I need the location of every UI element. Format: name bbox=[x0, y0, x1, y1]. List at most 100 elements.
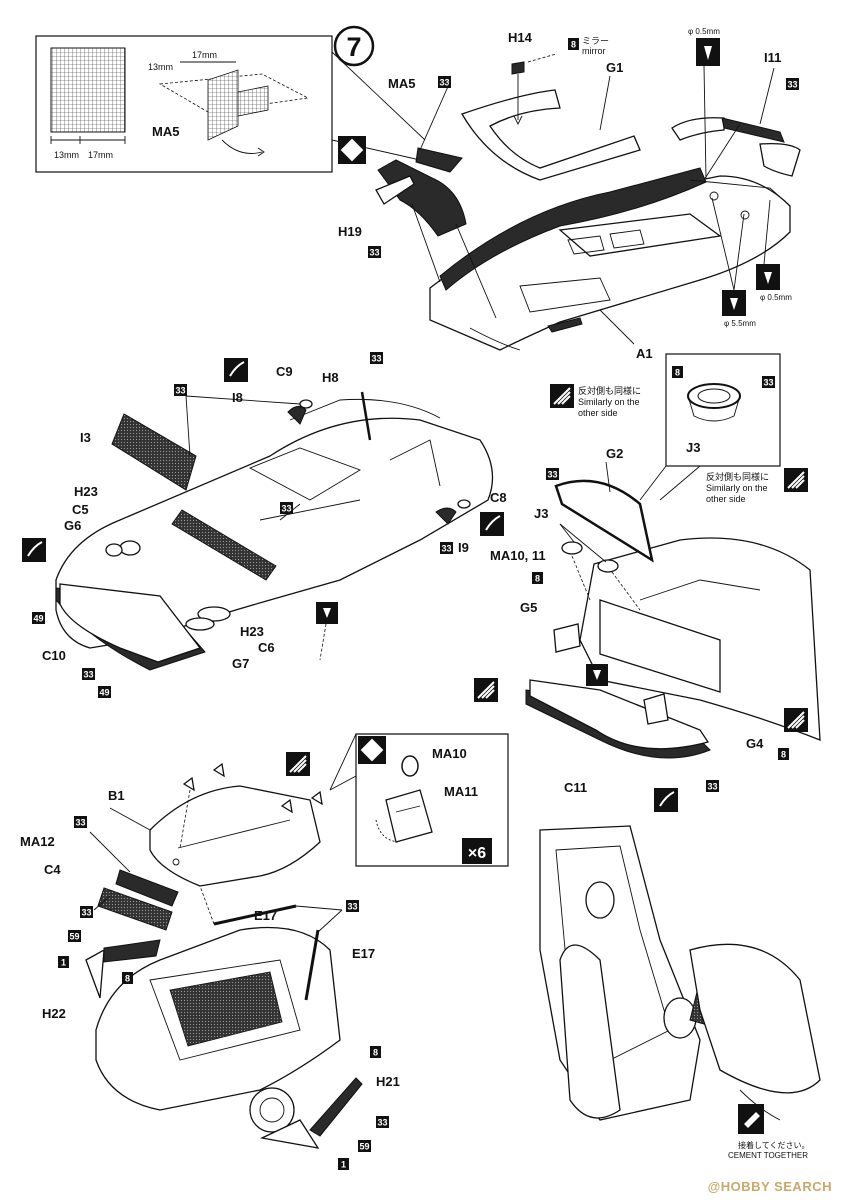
label-h23-top: H23 bbox=[74, 484, 98, 499]
label-g5: G5 bbox=[520, 600, 537, 615]
paint-stripe-icon bbox=[474, 678, 498, 702]
color-badge-33: 33 bbox=[440, 542, 453, 554]
svg-text:8: 8 bbox=[675, 368, 680, 378]
label-g6: G6 bbox=[64, 518, 81, 533]
color-badge-33: 33 bbox=[368, 246, 381, 258]
label-h19: H19 bbox=[338, 224, 362, 239]
diamond-icon bbox=[338, 136, 366, 164]
color-badge-33: 33 bbox=[706, 780, 719, 792]
svg-text:33: 33 bbox=[707, 782, 717, 792]
brush-cement-icon bbox=[480, 512, 504, 536]
svg-text:8: 8 bbox=[535, 574, 540, 584]
label-c11: C11 bbox=[564, 780, 587, 795]
color-badge-8: 8 bbox=[778, 748, 789, 760]
svg-text:φ 0.5mm: φ 0.5mm bbox=[760, 293, 792, 302]
glue-tube-icon bbox=[738, 1104, 764, 1134]
label-ma11: MA11 bbox=[444, 784, 478, 799]
svg-text:33: 33 bbox=[371, 354, 381, 364]
rear-window-g2 bbox=[554, 479, 654, 563]
svg-text:33: 33 bbox=[787, 80, 797, 90]
color-badge-33: 33 bbox=[438, 76, 451, 88]
mirror-note-jp: ミラー bbox=[582, 36, 609, 46]
similarly-note-jp-1: 反対側も同様に bbox=[578, 385, 641, 396]
drill-hole-icon bbox=[316, 602, 338, 624]
label-e17-top: E17 bbox=[254, 908, 277, 923]
label-b1: B1 bbox=[108, 788, 125, 803]
label-j3: J3 bbox=[534, 506, 548, 521]
label-h22: H22 bbox=[42, 1006, 66, 1021]
j3-detail-callout: J3 bbox=[639, 353, 781, 501]
ma5-detail-callout: 13mm 17mm 17mm 13mm MA5 bbox=[35, 35, 426, 173]
color-badge-33: 33 bbox=[82, 668, 95, 680]
vent-h19 bbox=[375, 147, 497, 319]
side-mirrors bbox=[287, 399, 471, 525]
label-e17-right: E17 bbox=[352, 946, 375, 961]
svg-text:7: 7 bbox=[346, 32, 361, 62]
color-badge-33: 33 bbox=[346, 900, 359, 912]
grille-c4 bbox=[97, 869, 179, 931]
similarly-note-en-1b: other side bbox=[578, 408, 618, 418]
color-badge-33: 33 bbox=[80, 906, 93, 918]
radiator-strip bbox=[171, 509, 277, 581]
label-g7: G7 bbox=[232, 656, 249, 671]
drill-hole-icon bbox=[586, 664, 608, 686]
svg-text:33: 33 bbox=[441, 544, 451, 554]
notes: ミラー mirror 反対側も同様に Similarly on the othe… bbox=[578, 36, 810, 1160]
svg-text:1: 1 bbox=[61, 958, 66, 968]
color-badge-1: 1 bbox=[58, 956, 69, 968]
svg-text:33: 33 bbox=[175, 386, 185, 396]
mirror-h14 bbox=[511, 53, 557, 126]
label-i8: I8 bbox=[232, 390, 243, 405]
label-i9: I9 bbox=[458, 540, 469, 555]
drill-hole-icon: φ 0.5mm bbox=[688, 27, 720, 66]
svg-text:33: 33 bbox=[763, 378, 773, 388]
color-badge-59: 59 bbox=[68, 930, 81, 942]
paint-stripe-icon bbox=[784, 468, 808, 492]
ma5-mesh-template bbox=[50, 47, 126, 133]
label-h21: H21 bbox=[376, 1074, 400, 1089]
svg-text:33: 33 bbox=[439, 78, 449, 88]
multiplier-badge: ×6 bbox=[462, 838, 492, 864]
svg-text:33: 33 bbox=[281, 504, 291, 514]
label-ma5-detail: MA5 bbox=[152, 124, 179, 139]
label-h14: H14 bbox=[508, 30, 533, 45]
color-badges: 8 33 33 33 33 33 33 33 49 33 49 8 33 33 … bbox=[32, 38, 799, 1170]
label-ma10: MA10 bbox=[432, 746, 467, 761]
similarly-note-jp-2: 反対側も同様に bbox=[706, 471, 769, 482]
label-h23-bottom: H23 bbox=[240, 624, 264, 639]
label-c5: C5 bbox=[72, 502, 89, 517]
hood-b1 bbox=[149, 762, 323, 887]
color-badge-49: 49 bbox=[32, 612, 45, 624]
svg-text:8: 8 bbox=[571, 40, 576, 50]
engine-bay-section bbox=[95, 926, 341, 1133]
svg-text:8: 8 bbox=[781, 750, 786, 760]
svg-text:33: 33 bbox=[83, 670, 93, 680]
front-body-section bbox=[55, 398, 494, 671]
similarly-note-en-2a: Similarly on the bbox=[706, 483, 768, 493]
svg-text:49: 49 bbox=[33, 614, 43, 624]
ma10-ma11-detail-callout bbox=[329, 733, 509, 867]
svg-text:59: 59 bbox=[69, 932, 79, 942]
color-badge-33: 33 bbox=[786, 78, 799, 90]
dim-17mm-top: 17mm bbox=[192, 50, 217, 60]
similarly-note-en-2b: other side bbox=[706, 494, 746, 504]
wiper-h8 bbox=[360, 391, 372, 441]
svg-text:×6: ×6 bbox=[468, 845, 486, 862]
label-i11: I11 bbox=[764, 50, 781, 65]
color-badge-49: 49 bbox=[98, 686, 111, 698]
color-badge-8: 8 bbox=[370, 1046, 381, 1058]
j3-parts bbox=[561, 541, 619, 573]
watermark-footer: @HOBBY SEARCH bbox=[707, 1179, 832, 1194]
label-g4: G4 bbox=[746, 736, 764, 751]
svg-text:49: 49 bbox=[99, 688, 109, 698]
step-number: 7 bbox=[333, 25, 375, 67]
label-c10: C10 bbox=[42, 648, 66, 663]
color-badge-8: 8 bbox=[532, 572, 543, 584]
color-badge-33: 33 bbox=[280, 502, 293, 514]
svg-text:φ 0.5mm: φ 0.5mm bbox=[688, 27, 720, 36]
label-a1: A1 bbox=[636, 346, 653, 361]
label-c8: C8 bbox=[490, 490, 507, 505]
label-g1: G1 bbox=[606, 60, 623, 75]
color-badge-33: 33 bbox=[546, 468, 559, 480]
part-labels: MA5 H14 G1 I11 H19 A1 C9 H8 I8 I3 H23 C5… bbox=[20, 30, 781, 1089]
